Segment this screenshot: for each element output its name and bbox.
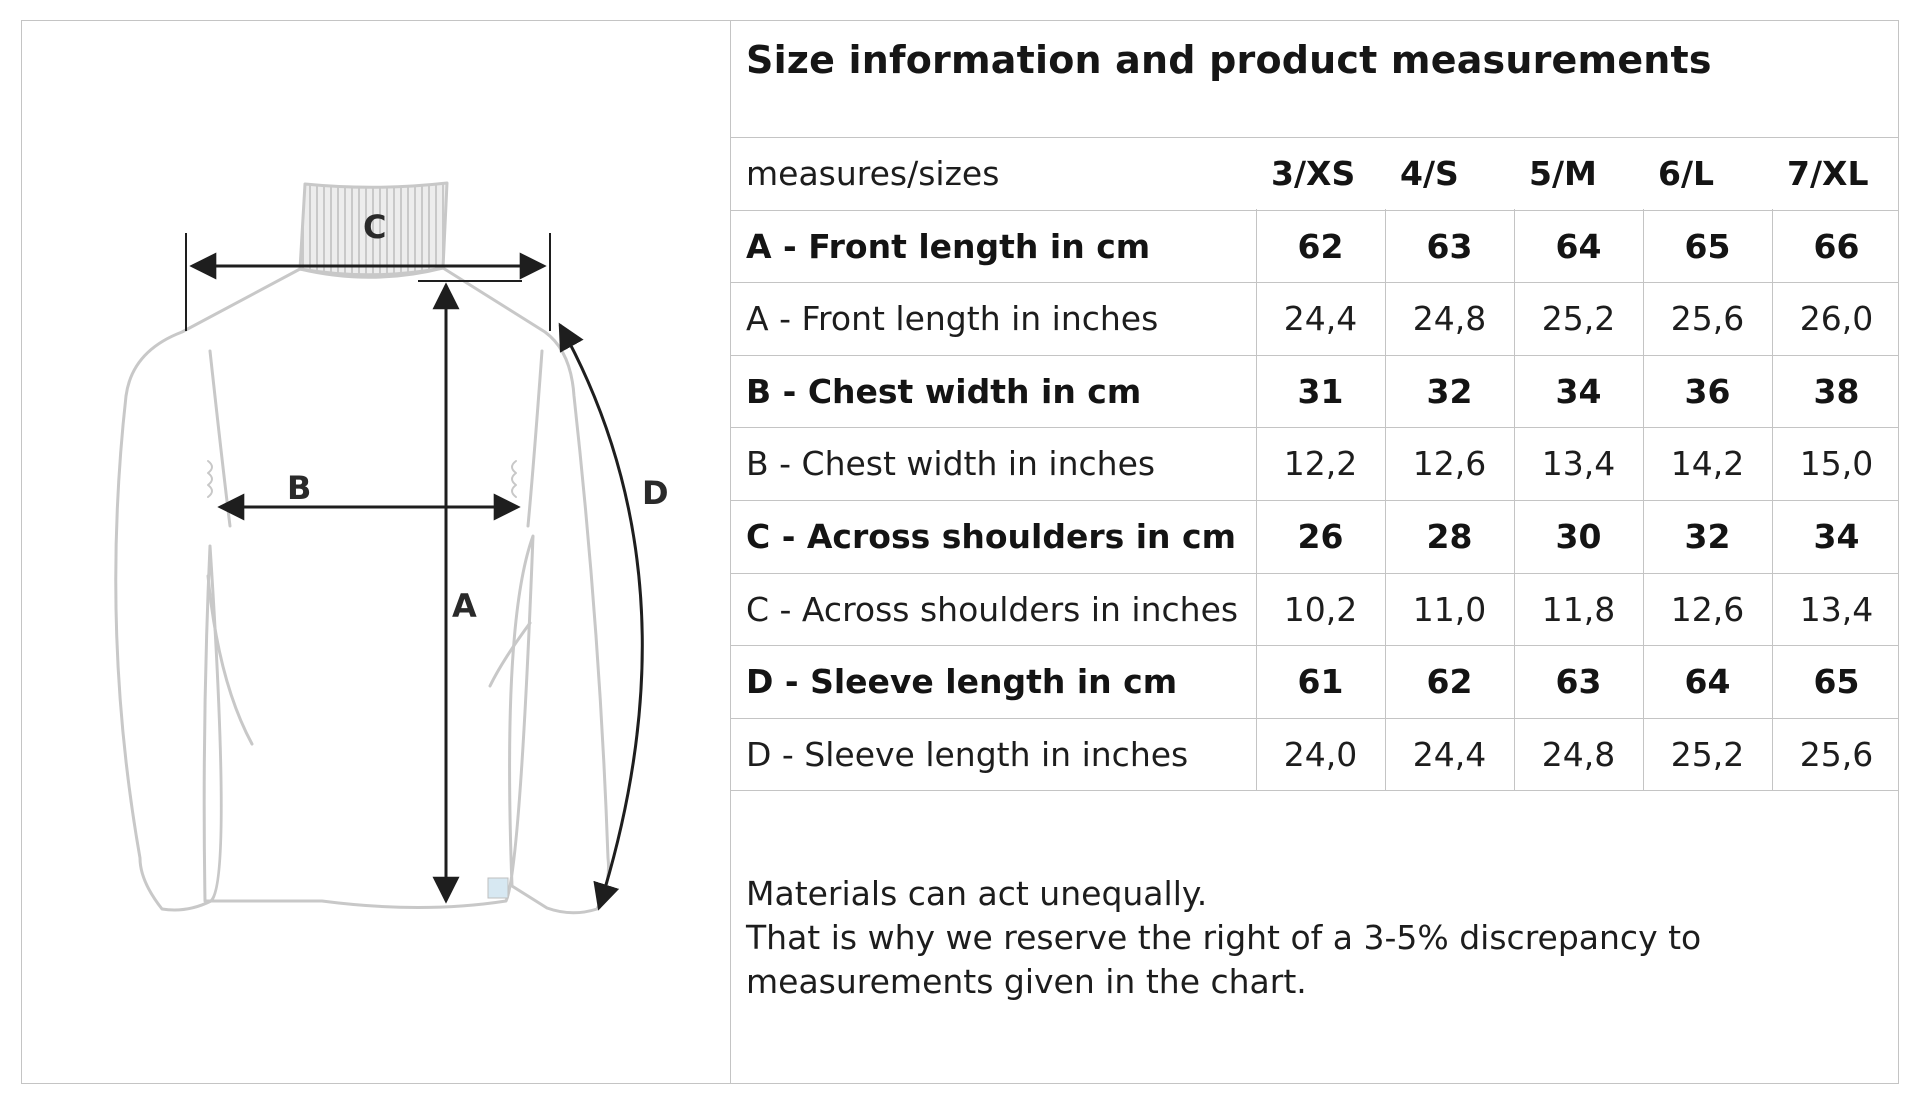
measure-label: A - Front length in inches xyxy=(746,299,1159,338)
size-header: 3/XS xyxy=(1271,153,1356,193)
dimension-label-c: C xyxy=(363,208,387,246)
measure-value: 15,0 xyxy=(1799,444,1874,483)
measure-value: 25,6 xyxy=(1799,735,1874,774)
page-title: Size information and product measurement… xyxy=(746,38,1712,82)
table-row-line xyxy=(731,355,1899,356)
measure-value: 32 xyxy=(1426,372,1473,411)
measure-value: 66 xyxy=(1813,227,1860,266)
measure-value: 11,8 xyxy=(1541,590,1616,629)
measure-value: 65 xyxy=(1813,662,1860,701)
measure-value: 11,0 xyxy=(1412,590,1487,629)
measure-value: 24,8 xyxy=(1541,735,1616,774)
measure-label: B - Chest width in inches xyxy=(746,444,1156,483)
dimension-label-a: A xyxy=(452,587,477,625)
table-column-line xyxy=(1514,209,1515,790)
measure-value: 24,4 xyxy=(1412,735,1487,774)
table-row-line xyxy=(731,790,1899,791)
table-column-line xyxy=(1256,209,1257,790)
size-header: 4/S xyxy=(1400,153,1459,193)
discrepancy-note: Materials can act unequally. That is why… xyxy=(746,872,1701,1004)
measure-value: 25,2 xyxy=(1541,299,1616,338)
measure-value: 12,6 xyxy=(1670,590,1745,629)
table-row-line xyxy=(731,210,1899,211)
measure-value: 65 xyxy=(1684,227,1731,266)
measure-value: 24,0 xyxy=(1283,735,1358,774)
measure-value: 26 xyxy=(1297,517,1344,556)
measure-value: 34 xyxy=(1813,517,1860,556)
table-column-line xyxy=(1643,209,1644,790)
measure-value: 12,6 xyxy=(1412,444,1487,483)
note-line: measurements given in the chart. xyxy=(746,962,1307,1001)
dimension-label-d: D xyxy=(642,474,669,512)
measure-value: 10,2 xyxy=(1283,590,1358,629)
measure-value: 62 xyxy=(1297,227,1344,266)
measure-value: 28 xyxy=(1426,517,1473,556)
measure-value: 25,2 xyxy=(1670,735,1745,774)
measure-value: 38 xyxy=(1813,372,1860,411)
note-line: That is why we reserve the right of a 3-… xyxy=(746,918,1702,957)
measure-value: 62 xyxy=(1426,662,1473,701)
measure-value: 25,6 xyxy=(1670,299,1745,338)
measure-value: 64 xyxy=(1684,662,1731,701)
table-row-line xyxy=(731,282,1899,283)
size-header: 7/XL xyxy=(1787,153,1869,193)
table-row-line xyxy=(731,645,1899,646)
measure-label: C - Across shoulders in inches xyxy=(746,590,1239,629)
turtleneck-sweater-icon xyxy=(114,181,644,915)
measure-value: 63 xyxy=(1426,227,1473,266)
table-header-label: measures/sizes xyxy=(746,153,1000,193)
measure-label: C - Across shoulders in cm xyxy=(746,517,1236,556)
sweater-illustration: C B A D xyxy=(22,21,729,1083)
table-row-line xyxy=(731,500,1899,501)
measure-value: 24,8 xyxy=(1412,299,1487,338)
measure-value: 24,4 xyxy=(1283,299,1358,338)
measure-value: 14,2 xyxy=(1670,444,1745,483)
dimension-label-b: B xyxy=(287,469,312,507)
measure-value: 34 xyxy=(1555,372,1602,411)
measure-value: 31 xyxy=(1297,372,1344,411)
measure-label: A - Front length in cm xyxy=(746,227,1151,266)
measure-value: 64 xyxy=(1555,227,1602,266)
measure-value: 36 xyxy=(1684,372,1731,411)
measure-value: 13,4 xyxy=(1541,444,1616,483)
measure-value: 63 xyxy=(1555,662,1602,701)
measure-value: 32 xyxy=(1684,517,1731,556)
measure-label: B - Chest width in cm xyxy=(746,372,1142,411)
table-column-line xyxy=(1772,209,1773,790)
measure-label: D - Sleeve length in inches xyxy=(746,735,1189,774)
table-row-line xyxy=(731,427,1899,428)
note-line: Materials can act unequally. xyxy=(746,874,1208,913)
measure-value: 12,2 xyxy=(1283,444,1358,483)
size-header: 5/M xyxy=(1529,153,1597,193)
measure-value: 61 xyxy=(1297,662,1344,701)
chart-frame xyxy=(21,20,1899,1084)
table-row-line xyxy=(731,573,1899,574)
table-column-line xyxy=(1385,209,1386,790)
measure-value: 13,4 xyxy=(1799,590,1874,629)
measure-label: D - Sleeve length in cm xyxy=(746,662,1178,701)
table-row-line xyxy=(731,137,1899,138)
table-row-line xyxy=(731,718,1899,719)
measure-value: 30 xyxy=(1555,517,1602,556)
size-header: 6/L xyxy=(1658,153,1715,193)
frame-divider xyxy=(730,20,731,1084)
measure-value: 26,0 xyxy=(1799,299,1874,338)
